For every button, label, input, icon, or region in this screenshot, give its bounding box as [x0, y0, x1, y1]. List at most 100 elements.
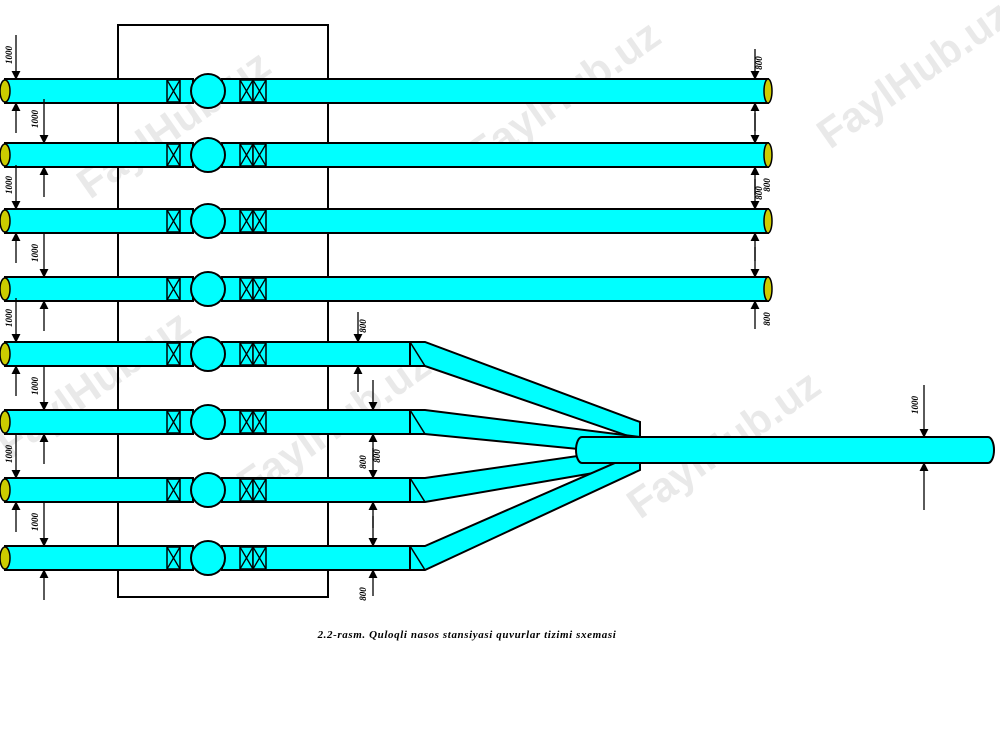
valve-cross: [166, 277, 181, 301]
suction-pipe: [4, 477, 194, 503]
valve-cross: [239, 342, 254, 366]
dimension-group: 1000100010001000100010001000100080080080…: [4, 35, 929, 601]
valve-cross: [166, 209, 181, 233]
discharge-pipe: [221, 142, 769, 168]
pipe-outlet: [763, 78, 773, 104]
pipe-outlet: [763, 208, 773, 234]
valve-cross: [252, 342, 267, 366]
suction-pipe: [4, 545, 194, 571]
valve-icon: [252, 410, 267, 434]
valve-cross: [166, 546, 181, 570]
dimension-label: 800: [358, 319, 368, 333]
valve-cross: [252, 209, 267, 233]
valve-icon: [239, 410, 254, 434]
pump-icon: [190, 472, 226, 508]
pipeline-row: [0, 404, 411, 440]
valve-icon: [166, 79, 181, 103]
pump-icon: [190, 540, 226, 576]
dimension-label: 800: [762, 312, 772, 326]
branch-joint: [409, 545, 426, 571]
main-collector-pipe: [575, 436, 995, 464]
collector-branches: [409, 341, 995, 571]
valve-cross: [252, 410, 267, 434]
valve-cross: [252, 277, 267, 301]
valve-cross: [252, 478, 267, 502]
pump-icon: [190, 137, 226, 173]
pipe-inlet: [0, 277, 11, 301]
valve-icon: [166, 342, 181, 366]
valve-cross: [166, 478, 181, 502]
discharge-pipe: [221, 78, 769, 104]
suction-pipe: [4, 78, 194, 104]
branch-joint: [409, 409, 426, 435]
dimension-label: 1000: [30, 110, 40, 129]
pipeline-row: [0, 203, 773, 239]
suction-pipe: [4, 142, 194, 168]
pump-icon: [190, 336, 226, 372]
valve-cross: [239, 410, 254, 434]
pipe-inlet: [0, 342, 11, 366]
suction-pipe: [4, 208, 194, 234]
pipeline-group: [0, 73, 773, 576]
valve-icon: [166, 546, 181, 570]
valve-icon: [166, 143, 181, 167]
valve-cross: [239, 79, 254, 103]
dimension-label: 1000: [4, 445, 14, 464]
pipe-inlet: [0, 209, 11, 233]
dimension-label: 1000: [30, 244, 40, 263]
suction-pipe: [4, 276, 194, 302]
pipe-inlet: [0, 143, 11, 167]
valve-icon: [166, 410, 181, 434]
valve-icon: [239, 478, 254, 502]
pipeline-row: [0, 137, 773, 173]
dimension-label: 800: [754, 56, 764, 70]
dimension-label: 800: [762, 178, 772, 192]
dimension-label: 800: [754, 186, 764, 200]
pipe-inlet: [0, 410, 11, 434]
pipe-inlet: [0, 79, 11, 103]
pipeline-row: [0, 271, 773, 307]
valve-cross: [239, 478, 254, 502]
valve-icon: [252, 342, 267, 366]
valve-icon: [239, 342, 254, 366]
valve-icon: [239, 277, 254, 301]
dimension-label: 800: [372, 449, 382, 463]
valve-icon: [252, 143, 267, 167]
valve-icon: [252, 546, 267, 570]
dimension-label: 1000: [30, 513, 40, 532]
valve-cross: [166, 410, 181, 434]
discharge-pipe: [221, 276, 769, 302]
figure-caption: 2.2-rasm. Quloqli nasos stansiyasi quvur…: [317, 629, 617, 641]
dimension-label: 800: [358, 587, 368, 601]
pump-icon: [190, 73, 226, 109]
pipeline-row: [0, 73, 773, 109]
pipe-inlet: [0, 546, 11, 570]
pipeline-row: [0, 472, 411, 508]
branch-joint: [409, 341, 426, 367]
valve-cross: [252, 143, 267, 167]
dimension-label: 1000: [30, 377, 40, 396]
suction-pipe: [4, 409, 194, 435]
watermark-text: FaylHub.uz: [68, 40, 278, 207]
suction-pipe: [4, 341, 194, 367]
valve-cross: [239, 546, 254, 570]
pump-icon: [190, 404, 226, 440]
pipeline-row: [0, 540, 411, 576]
discharge-pipe: [221, 208, 769, 234]
dimension-label: 1000: [4, 309, 14, 328]
pump-icon: [190, 271, 226, 307]
valve-icon: [252, 209, 267, 233]
pump-station-building: [117, 24, 329, 598]
pipe-outlet: [763, 142, 773, 168]
valve-cross: [239, 209, 254, 233]
dimension-label: 1000: [910, 396, 920, 415]
valve-icon: [239, 79, 254, 103]
valve-icon: [166, 209, 181, 233]
valve-cross: [252, 79, 267, 103]
valve-icon: [166, 478, 181, 502]
pipeline-row: [0, 336, 411, 372]
pump-icon: [190, 203, 226, 239]
valve-icon: [252, 478, 267, 502]
valve-cross: [166, 143, 181, 167]
